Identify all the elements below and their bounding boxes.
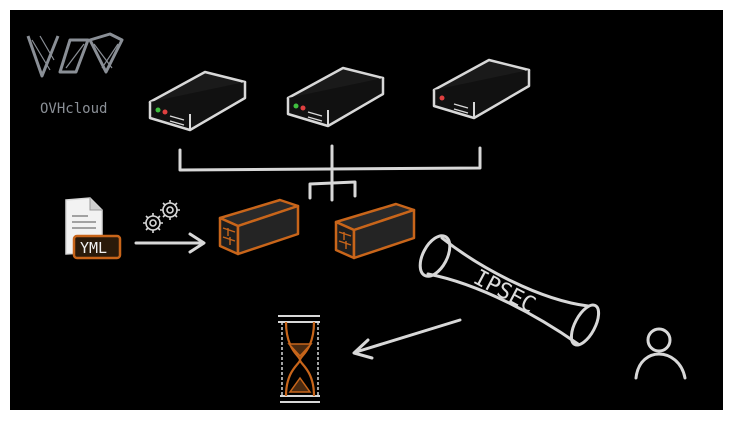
file-label: YML: [80, 239, 107, 257]
ovhcloud-logo-icon: [26, 32, 124, 78]
architecture-diagram: OVHcloud YML: [10, 10, 723, 410]
timeout-arrow: [352, 318, 462, 360]
hourglass-icon: [278, 315, 320, 403]
server-icon: [432, 58, 531, 120]
firewall-icon: [218, 198, 300, 256]
firewall-icon: [334, 202, 416, 260]
deploy-arrow: [134, 232, 206, 254]
user-icon: [634, 327, 687, 380]
gears-icon: [143, 200, 180, 233]
server-icon: [148, 70, 247, 132]
server-connector-lines: [178, 144, 482, 202]
server-icon: [286, 66, 385, 128]
tunnel-icon: [418, 234, 601, 347]
file-icon: [65, 197, 122, 260]
ovhcloud-logo-text: OVHcloud: [40, 101, 107, 117]
